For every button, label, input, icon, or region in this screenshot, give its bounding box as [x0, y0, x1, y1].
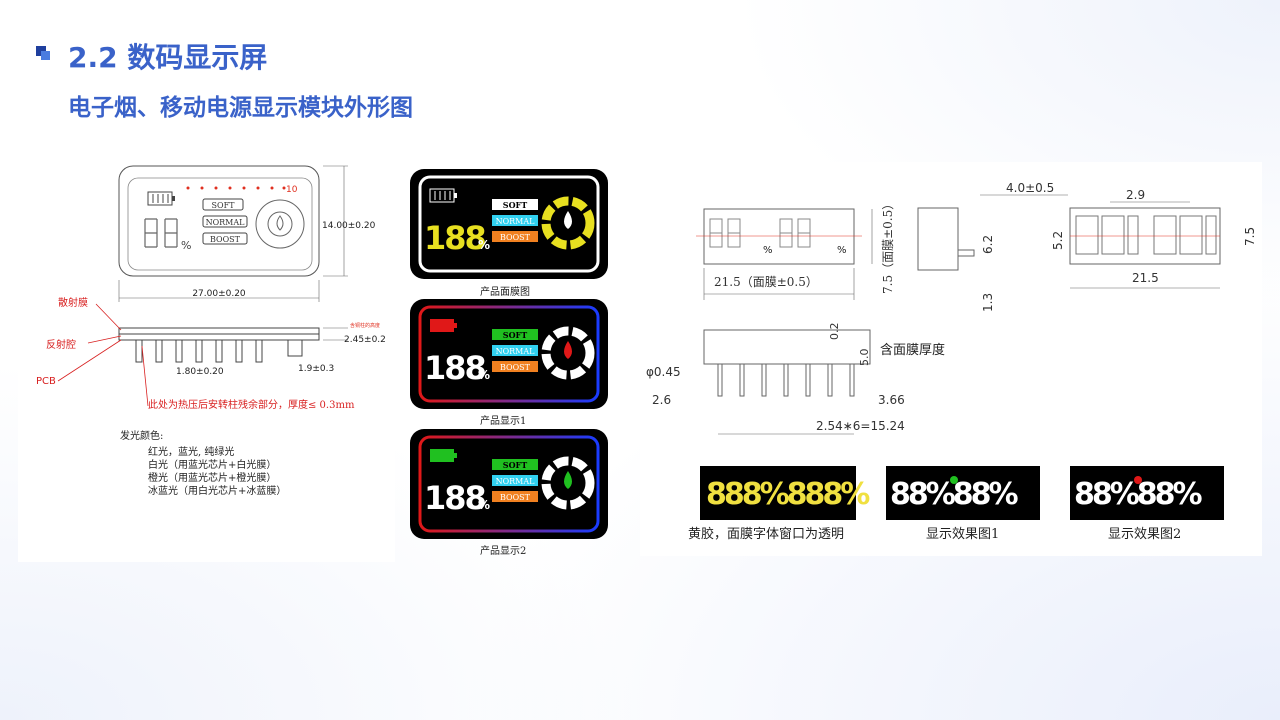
light-color-line: 白光（用蓝光芯片+白光膜）	[148, 460, 277, 471]
dim-26: 2.6	[652, 393, 671, 407]
pin-pitch-dimension: 1.80±0.20	[176, 367, 224, 377]
svg-text:含铜柱的高度: 含铜柱的高度	[350, 322, 380, 329]
thickness-dimension: 2.45±0.2	[344, 335, 386, 345]
effect-1-caption: 显示效果图1	[926, 527, 999, 542]
label-pcb: PCB	[36, 376, 56, 387]
svg-text:%: %	[181, 239, 191, 252]
height-dimension: 14.00±0.20	[322, 221, 376, 231]
svg-text:SOFT: SOFT	[503, 460, 527, 470]
back-top-dimension: 2.9	[1126, 188, 1145, 202]
svg-text:888%888%: 888%888%	[706, 477, 870, 512]
right-technical-drawing: %% 21.5（面膜±0.5） 7.5（面膜±0.5） 4.0±0.5 6.2 …	[640, 162, 1262, 556]
svg-text:%: %	[837, 245, 847, 256]
product-caption: 产品面膜图	[480, 287, 530, 298]
side-top-dimension: 4.0±0.5	[1006, 181, 1054, 195]
product-caption: 产品显示2	[480, 546, 527, 557]
product-caption: 产品显示1	[480, 416, 527, 427]
svg-text:NORMAL: NORMAL	[496, 217, 536, 226]
heat-press-note: 此处为热压后安转柱残余部分，厚度≤ 0.3mm	[148, 398, 355, 411]
svg-text:%: %	[478, 368, 490, 382]
back-right-dimension: 7.5	[1243, 227, 1257, 246]
pin-diameter-dimension: φ0.45	[646, 365, 681, 379]
svg-text:BOOST: BOOST	[500, 363, 531, 372]
product-display-2-image: 188 % SOFT NORMAL BOOST	[410, 429, 608, 539]
front-width-dimension: 21.5（面膜±0.5）	[714, 275, 818, 289]
front-height-dimension: 7.5（面膜±0.5）	[881, 198, 895, 294]
left-technical-drawing: 10 % SOFT NORMAL BOOST 14.00±0.20 27.00±…	[18, 156, 395, 562]
svg-text:188: 188	[424, 349, 486, 387]
dim-50: 5.0	[858, 349, 871, 367]
light-color-line: 红光，蓝光, 纯绿光	[148, 447, 235, 458]
mode-boost-outline: BOOST	[210, 235, 241, 244]
title-bullet-icon	[36, 46, 50, 60]
width-dimension: 27.00±0.20	[192, 289, 246, 299]
page-title: 2.2 数码显示屏	[68, 41, 268, 74]
right-drawing-svg: %% 21.5（面膜±0.5） 7.5（面膜±0.5） 4.0±0.5 6.2 …	[646, 181, 1257, 542]
svg-text:%: %	[763, 245, 773, 256]
svg-text:SOFT: SOFT	[503, 330, 527, 340]
pin-pitch-dimension: 2.54∗6=15.24	[816, 419, 905, 433]
svg-text:%: %	[478, 498, 490, 512]
light-color-line: 冰蓝光（用白光芯片+冰蓝膜）	[148, 486, 287, 497]
back-width-dimension: 21.5	[1132, 271, 1159, 285]
product-display-1-image: 188 % SOFT NORMAL BOOST	[410, 299, 608, 409]
label-diffuser-film: 散射膜	[58, 296, 88, 309]
label-reflector: 反射腔	[46, 338, 76, 351]
back-left-dimension: 5.2	[1051, 231, 1065, 250]
mode-soft-outline: SOFT	[212, 201, 236, 210]
page-subtitle: 电子烟、移动电源显示模块外形图	[68, 95, 413, 121]
svg-text:BOOST: BOOST	[500, 233, 531, 242]
svg-text:NORMAL: NORMAL	[496, 477, 536, 486]
effect-2-caption: 显示效果图2	[1108, 527, 1181, 542]
left-drawing-svg: 10 % SOFT NORMAL BOOST 14.00±0.20 27.00±…	[36, 165, 386, 411]
light-colors-title: 发光颜色:	[120, 431, 164, 442]
dot-number-label: 10	[286, 185, 298, 195]
mode-normal-outline: NORMAL	[206, 218, 246, 227]
side-height-dimension: 6.2	[981, 235, 995, 254]
product-film-image: 188 % SOFT NORMAL BOOST	[410, 169, 608, 279]
yellow-glue-caption: 黄胶，面膜字体窗口为透明	[688, 526, 844, 542]
face-film-thickness-label: 含面膜厚度	[880, 342, 945, 358]
light-color-line: 橙光（用蓝光芯片+橙光膜）	[148, 473, 277, 484]
pin-length-dimension: 1.9±0.3	[298, 364, 334, 374]
side-pin-dimension: 1.3	[981, 293, 995, 312]
svg-text:SOFT: SOFT	[503, 200, 527, 210]
svg-text:BOOST: BOOST	[500, 493, 531, 502]
svg-text:188: 188	[424, 219, 486, 257]
svg-text:NORMAL: NORMAL	[496, 347, 536, 356]
dim-366: 3.66	[878, 393, 905, 407]
dim-02: 0.2	[828, 323, 841, 341]
svg-text:188: 188	[424, 479, 486, 517]
svg-text:%: %	[478, 238, 490, 252]
